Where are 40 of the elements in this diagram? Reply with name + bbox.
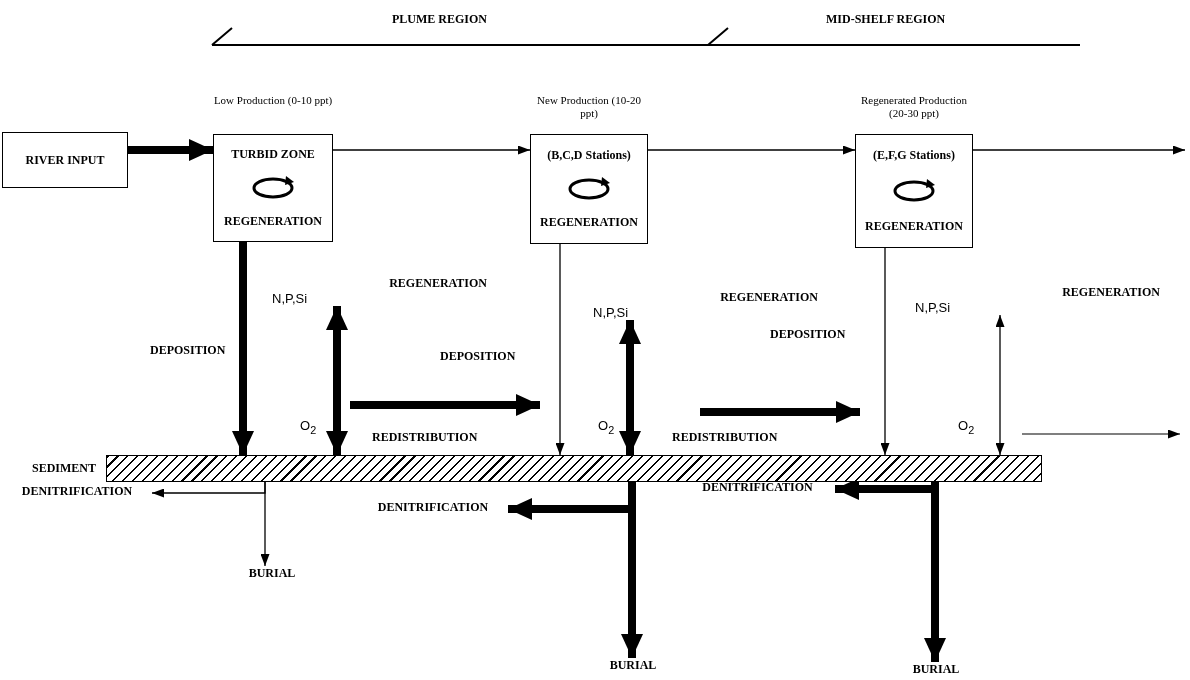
region-label: MID-SHELF REGION [826, 12, 946, 27]
arrow [260, 481, 270, 567]
caption-text: Low Production (0-10 ppt) [213, 94, 333, 107]
process-label: DENITRIFICATION [680, 480, 835, 498]
arrow [995, 314, 1005, 456]
box-label: REGENERATION [224, 213, 322, 229]
sediment-label: SEDIMENT [32, 461, 96, 476]
region-label: PLUME REGION [392, 12, 487, 27]
arrow [232, 242, 254, 455]
edge-label: O$_{2}$ [958, 418, 975, 436]
process-box [2, 132, 128, 188]
caption-text: New Production (10-20 ppt) [536, 94, 642, 120]
arrow [128, 139, 213, 161]
arrow [972, 145, 1186, 155]
process-label: DENITRIFICATION [358, 500, 508, 518]
box-label: REGENERATION [540, 215, 638, 231]
process-label: BURIAL [240, 566, 304, 584]
edge-label: O$_{2}$ [300, 418, 317, 436]
process-label: REGENERATION [720, 290, 818, 305]
arrow [555, 243, 565, 456]
process-label: BURIAL [600, 658, 666, 676]
arrow [647, 145, 856, 155]
process-label: REDISTRIBUTION [372, 430, 478, 445]
nutrient-label: N,P,Si [272, 291, 308, 306]
edge-label: O$_{2}$ [598, 418, 615, 436]
nutrient-label: N,P,Si [593, 305, 629, 320]
box-title: TURBID ZONE [231, 147, 315, 163]
process-label: DENITRIFICATION [2, 484, 152, 502]
arrow [880, 247, 890, 456]
process-label: BURIAL [905, 662, 967, 680]
process-label: REGENERATION [1062, 285, 1160, 300]
nutrient-label: N,P,Si [915, 300, 951, 315]
arrow [332, 145, 531, 155]
box-title: (E,F,G Stations) [873, 148, 955, 164]
box-title: (B,C,D Stations) [547, 147, 631, 163]
box-label: REGENERATION [865, 218, 963, 234]
process-label: REGENERATION [389, 276, 487, 291]
process-label: REDISTRIBUTION [672, 430, 778, 445]
caption-text: Regenerated Production (20-30 ppt) [860, 94, 968, 120]
box-title: RIVER INPUT [25, 152, 105, 168]
